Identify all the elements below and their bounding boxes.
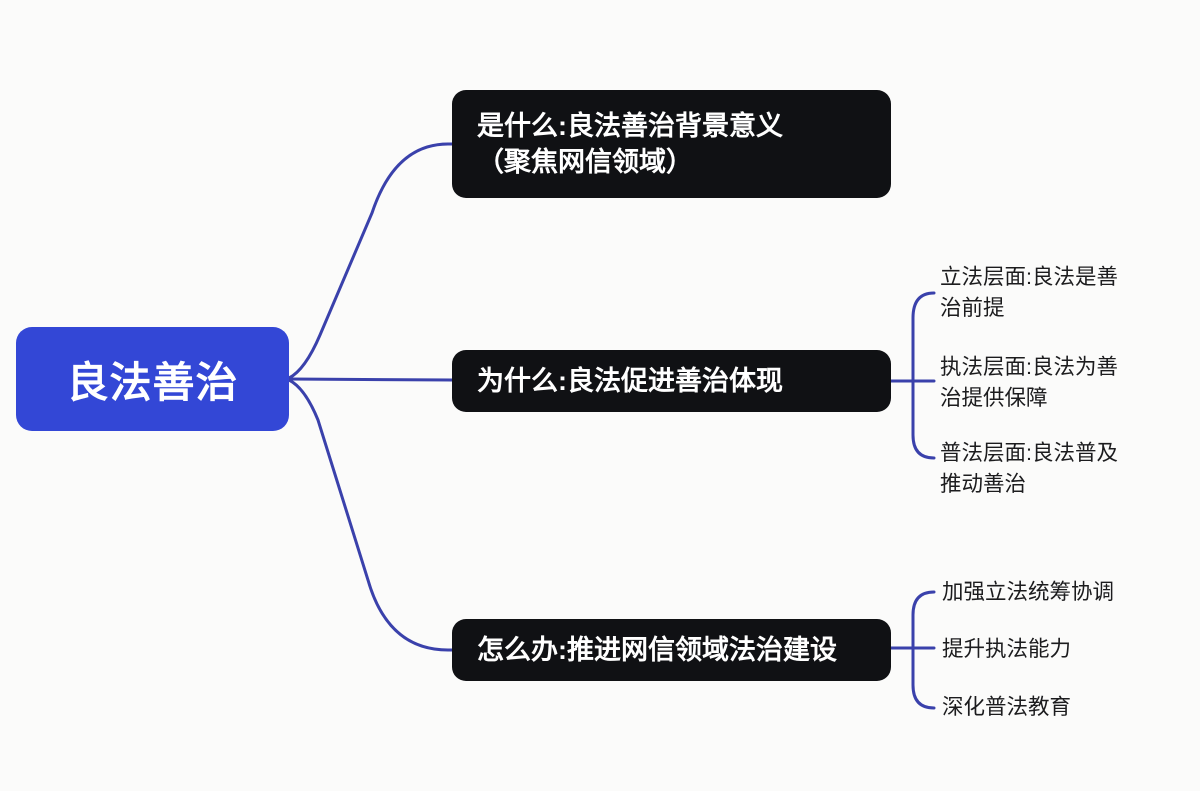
- branch-node-how[interactable]: 怎么办:推进网信领域法治建设: [452, 619, 891, 681]
- edge-root-to-branch-why: [287, 377, 454, 382]
- branch-node-how-label: 怎么办:推进网信领域法治建设: [477, 635, 837, 665]
- leaf-legislation-level[interactable]: 立法层面:良法是善 治前提: [940, 265, 1118, 320]
- branch-node-what-label: 是什么:良法善治背景意义 （聚焦网信领域）: [477, 111, 783, 177]
- leaf-improve-enforcement[interactable]: 提升执法能力: [942, 637, 1072, 661]
- branch-node-why[interactable]: 为什么:良法促进善治体现: [452, 350, 891, 412]
- edge-branch-why-bracket: [911, 291, 936, 460]
- edge-branch-how-bracket: [911, 590, 936, 710]
- root-node-label: 良法善治: [66, 358, 239, 406]
- leaf-enforcement-level[interactable]: 执法层面:良法为善 治提供保障: [940, 355, 1118, 410]
- leaf-strengthen-legislation[interactable]: 加强立法统筹协调: [942, 580, 1115, 604]
- edge-root-to-branch-how: [287, 378, 454, 652]
- branch-node-what[interactable]: 是什么:良法善治背景意义 （聚焦网信领域）: [452, 90, 891, 198]
- branch-node-why-label: 为什么:良法促进善治体现: [477, 366, 783, 396]
- edge-root-to-branch-what: [287, 142, 454, 380]
- root-node[interactable]: 良法善治: [16, 327, 289, 431]
- leaf-deepen-education[interactable]: 深化普法教育: [942, 695, 1072, 719]
- leaf-education-level[interactable]: 普法层面:良法普及 推动善治: [940, 441, 1118, 496]
